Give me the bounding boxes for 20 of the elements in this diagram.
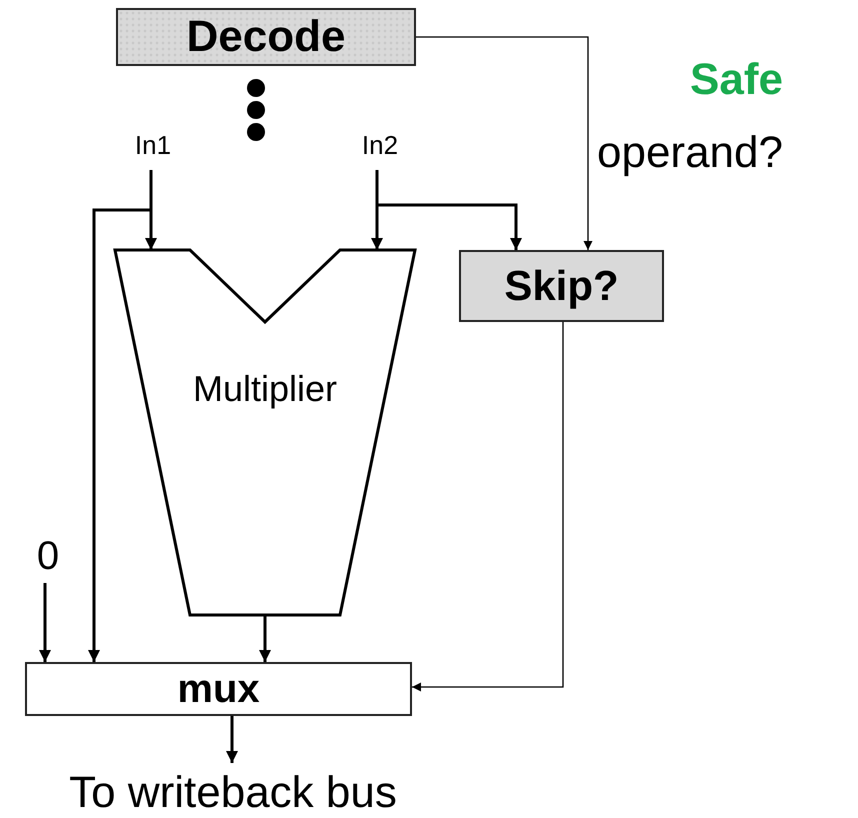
arrow [226,716,238,763]
block-label: Skip? [504,262,619,310]
block-label: Decode [186,12,346,62]
annotation-text: operand? [597,128,783,178]
arrow [88,170,152,662]
block-label: mux [177,666,260,712]
arrow [412,322,564,692]
signal-label: In2 [362,130,398,160]
signal-label: 0 [36,534,60,578]
process-box [116,8,416,66]
arrow [39,583,51,662]
process-box [459,250,664,322]
arrow [376,170,522,250]
signal-label: To writeback bus [69,768,397,818]
signal-label: In1 [134,130,172,160]
annotation-text: Safe [690,55,783,105]
block-label: Multiplier [192,368,338,410]
mux-box [25,662,412,716]
arrow [416,36,592,250]
arrow [259,615,271,662]
